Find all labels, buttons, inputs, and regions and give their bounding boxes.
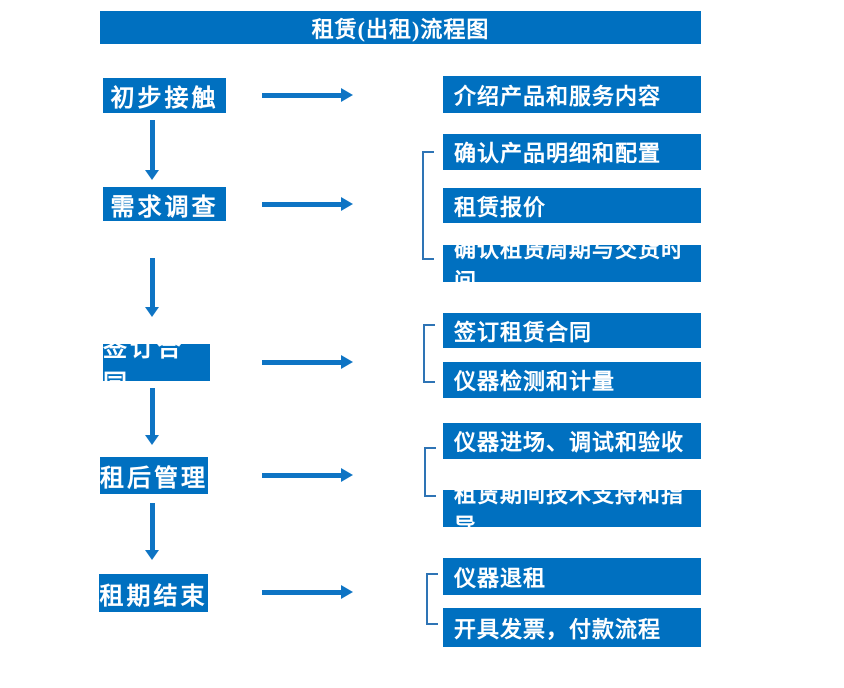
arrow-head (341, 196, 353, 211)
output-box-confirm-period: 确认租赁周期与交货时间 (443, 237, 701, 294)
output-box-instrument-testing: 仪器检测和计量 (443, 362, 701, 398)
arrow-head (145, 435, 159, 445)
arrow-shaft (262, 92, 342, 98)
arrow-shaft (149, 120, 155, 171)
output-box-sign-rental-contract: 签订租赁合同 (443, 313, 701, 348)
output-box-invoice-payment: 开具发票，付款流程 (443, 608, 701, 647)
arrow-right-icon-4 (262, 467, 353, 483)
stage-box-demand-survey: 需求调查 (103, 187, 226, 221)
bracket-group-post-rental (424, 447, 436, 497)
arrow-head (341, 467, 353, 482)
arrow-head (341, 354, 353, 369)
arrow-down-icon-4 (145, 503, 159, 560)
bracket-group-sign-contract (423, 324, 435, 383)
arrow-head (145, 170, 159, 180)
output-box-intro-products: 介绍产品和服务内容 (443, 76, 701, 113)
output-box-instrument-return: 仪器退租 (443, 558, 701, 595)
output-box-instrument-setup: 仪器进场、调试和验收 (443, 423, 701, 459)
arrow-shaft (262, 201, 342, 207)
stage-box-initial-contact: 初步接触 (103, 78, 226, 113)
output-box-confirm-details: 确认产品明细和配置 (443, 134, 701, 170)
arrow-shaft (149, 258, 155, 308)
bracket-group-rental-end (426, 573, 438, 625)
output-box-tech-support: 租赁期间技术支持和指导 (443, 482, 701, 539)
arrow-right-icon-2 (262, 196, 353, 212)
page-title: 租赁(出租)流程图 (100, 11, 701, 44)
arrow-head (145, 550, 159, 560)
arrow-shaft (149, 503, 155, 551)
arrow-shaft (149, 388, 155, 436)
arrow-down-icon-1 (145, 120, 159, 180)
arrow-right-icon-5 (262, 584, 353, 600)
stage-box-sign-contract: 签订合同 (103, 336, 210, 397)
arrow-shaft (262, 589, 342, 595)
arrow-shaft (262, 472, 342, 478)
arrow-down-icon-2 (145, 258, 159, 317)
output-box-rental-quote: 租赁报价 (443, 188, 701, 223)
stage-box-rental-end: 租期结束 (99, 574, 208, 612)
arrow-right-icon-1 (262, 87, 353, 103)
arrow-head (145, 307, 159, 317)
arrow-down-icon-3 (145, 388, 159, 445)
bracket-group-demand-survey (422, 151, 434, 260)
arrow-right-icon-3 (262, 354, 353, 370)
stage-box-post-rental: 租后管理 (100, 457, 208, 494)
arrow-head (341, 584, 353, 599)
arrow-head (341, 87, 353, 102)
arrow-shaft (262, 359, 342, 365)
